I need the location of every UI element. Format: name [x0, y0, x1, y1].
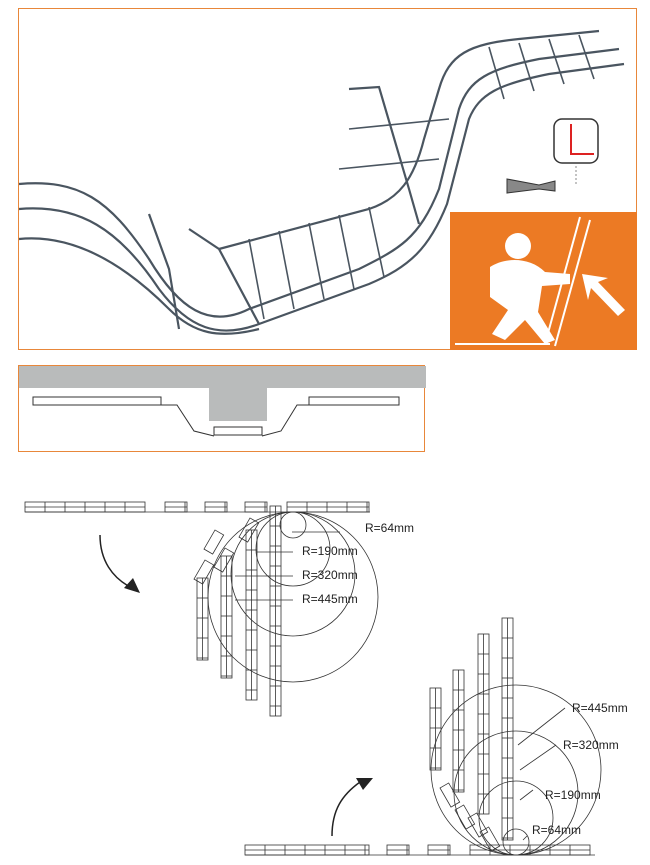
radius-label-190-up: R=190mm — [545, 788, 601, 802]
bend-radius-diagrams: R=64mm R=190mm R=320mm R=445mm R=445mm R… — [24, 501, 628, 856]
radius-label-445-down: R=445mm — [302, 592, 358, 606]
tray-segment-tilted — [203, 529, 225, 555]
bend-circle-r64 — [502, 828, 530, 856]
push-arrow-icon — [582, 274, 625, 316]
curved-arrow-up-icon — [331, 781, 361, 837]
radius-label-64-up: R=64mm — [532, 823, 581, 837]
instruction-box — [450, 212, 637, 350]
section-view-panel — [18, 365, 426, 452]
radius-label-64-down: R=64mm — [365, 521, 414, 535]
cut-wire-detail-icon — [553, 118, 599, 184]
bolt-cutter-icon — [506, 178, 556, 194]
radius-leader — [519, 744, 557, 771]
radius-leader — [519, 789, 534, 801]
tray-segment-tilted — [467, 812, 489, 838]
curved-arrow-down-icon-head — [124, 578, 140, 593]
tray-segment-tilted — [213, 547, 235, 573]
wire-tray-photo-panel — [18, 8, 637, 350]
bend-circle-r64 — [279, 511, 307, 539]
radius-label-190-down: R=190mm — [302, 544, 358, 558]
tray-segment-tilted — [454, 804, 476, 830]
curved-arrow-down-icon — [99, 534, 133, 589]
tray-segment-tilted — [238, 517, 260, 543]
radius-leader — [522, 835, 528, 841]
radius-label-320-up: R=320mm — [563, 738, 619, 752]
curved-arrow-up-icon-head — [356, 778, 373, 790]
radius-label-320-down: R=320mm — [302, 568, 358, 582]
wire-tray-illustration — [18, 29, 625, 335]
tray-segment-tilted — [479, 826, 501, 852]
person-lifting-tray-icon — [455, 216, 625, 347]
tray-section-diagram — [19, 366, 426, 437]
tray-segment-tilted — [439, 782, 461, 808]
tray-segment-tilted — [193, 559, 215, 585]
radius-leader — [517, 707, 566, 746]
bend-circle-r190 — [478, 780, 554, 856]
radius-label-445-up: R=445mm — [572, 701, 628, 715]
